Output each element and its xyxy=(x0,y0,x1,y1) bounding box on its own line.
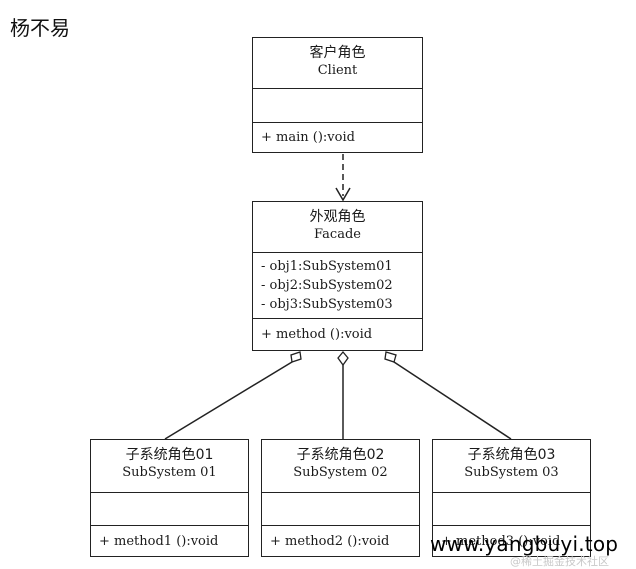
facade-operations-section: + method ():void xyxy=(253,318,422,350)
facade-attribute: - obj1:SubSystem01 xyxy=(261,259,393,274)
subsystem02-attributes-section xyxy=(262,492,419,525)
author-title: 杨不易 xyxy=(10,16,70,40)
subsystem01-name-section: 子系统角色01 SubSystem 01 xyxy=(91,440,248,492)
aggregation-diamond-1 xyxy=(290,351,302,363)
subsystem03-operation: + method3 ():void xyxy=(441,533,561,549)
dependency-arrowhead xyxy=(335,187,351,202)
subsystem03-name-section: 子系统角色03 SubSystem 03 xyxy=(433,440,590,492)
aggregation-diamond-2 xyxy=(337,350,349,367)
client-name-cn: 客户角色 xyxy=(309,45,366,61)
subsystem01-name-cn: 子系统角色01 xyxy=(125,447,214,463)
site-watermark: www.yangbuyi.top xyxy=(430,532,619,556)
subsystem02-name-section: 子系统角色02 SubSystem 02 xyxy=(262,440,419,492)
client-operations-section: + main ():void xyxy=(253,122,422,152)
facade-attributes-section: - obj1:SubSystem01 - obj2:SubSystem02 - … xyxy=(253,252,422,318)
subsystem03-name-en: SubSystem 03 xyxy=(464,465,559,480)
facade-class-box: 外观角色 Facade - obj1:SubSystem01 - obj2:Su… xyxy=(252,201,423,351)
facade-attribute: - obj2:SubSystem02 xyxy=(261,278,393,293)
client-operation: + main ():void xyxy=(261,130,355,145)
client-class-box: 客户角色 Client + main ():void xyxy=(252,37,423,153)
subsystem03-operations-section: + method3 ():void xyxy=(433,525,590,556)
subsystem02-class-box: 子系统角色02 SubSystem 02 + method2 ():void xyxy=(261,439,420,557)
facade-name-cn: 外观角色 xyxy=(309,209,366,225)
subsystem01-attributes-section xyxy=(91,492,248,525)
facade-operation: + method ():void xyxy=(261,327,373,342)
subsystem01-operation: + method1 ():void xyxy=(99,533,219,549)
subsystem01-name-en: SubSystem 01 xyxy=(122,465,217,480)
client-attributes-section xyxy=(253,88,422,122)
aggregation-line-1 xyxy=(164,361,293,440)
facade-attribute: - obj3:SubSystem03 xyxy=(261,297,393,312)
subsystem01-class-box: 子系统角色01 SubSystem 01 + method1 ():void xyxy=(90,439,249,557)
subsystem03-name-cn: 子系统角色03 xyxy=(467,447,556,463)
subsystem03-class-box: 子系统角色03 SubSystem 03 + method3 ():void xyxy=(432,439,591,557)
client-name-en: Client xyxy=(317,63,358,78)
aggregation-line-3 xyxy=(393,361,512,440)
subsystem02-name-en: SubSystem 02 xyxy=(293,465,388,480)
subsystem02-name-cn: 子系统角色02 xyxy=(296,447,385,463)
community-watermark: @稀土掘金技术社区 xyxy=(510,555,609,568)
subsystem01-operations-section: + method1 ():void xyxy=(91,525,248,556)
facade-name-en: Facade xyxy=(314,227,361,242)
aggregation-diamond-3 xyxy=(384,351,397,363)
client-name-section: 客户角色 Client xyxy=(253,38,422,88)
subsystem02-operation: + method2 ():void xyxy=(270,533,390,549)
subsystem03-attributes-section xyxy=(433,492,590,525)
facade-name-section: 外观角色 Facade xyxy=(253,202,422,252)
subsystem02-operations-section: + method2 ():void xyxy=(262,525,419,556)
